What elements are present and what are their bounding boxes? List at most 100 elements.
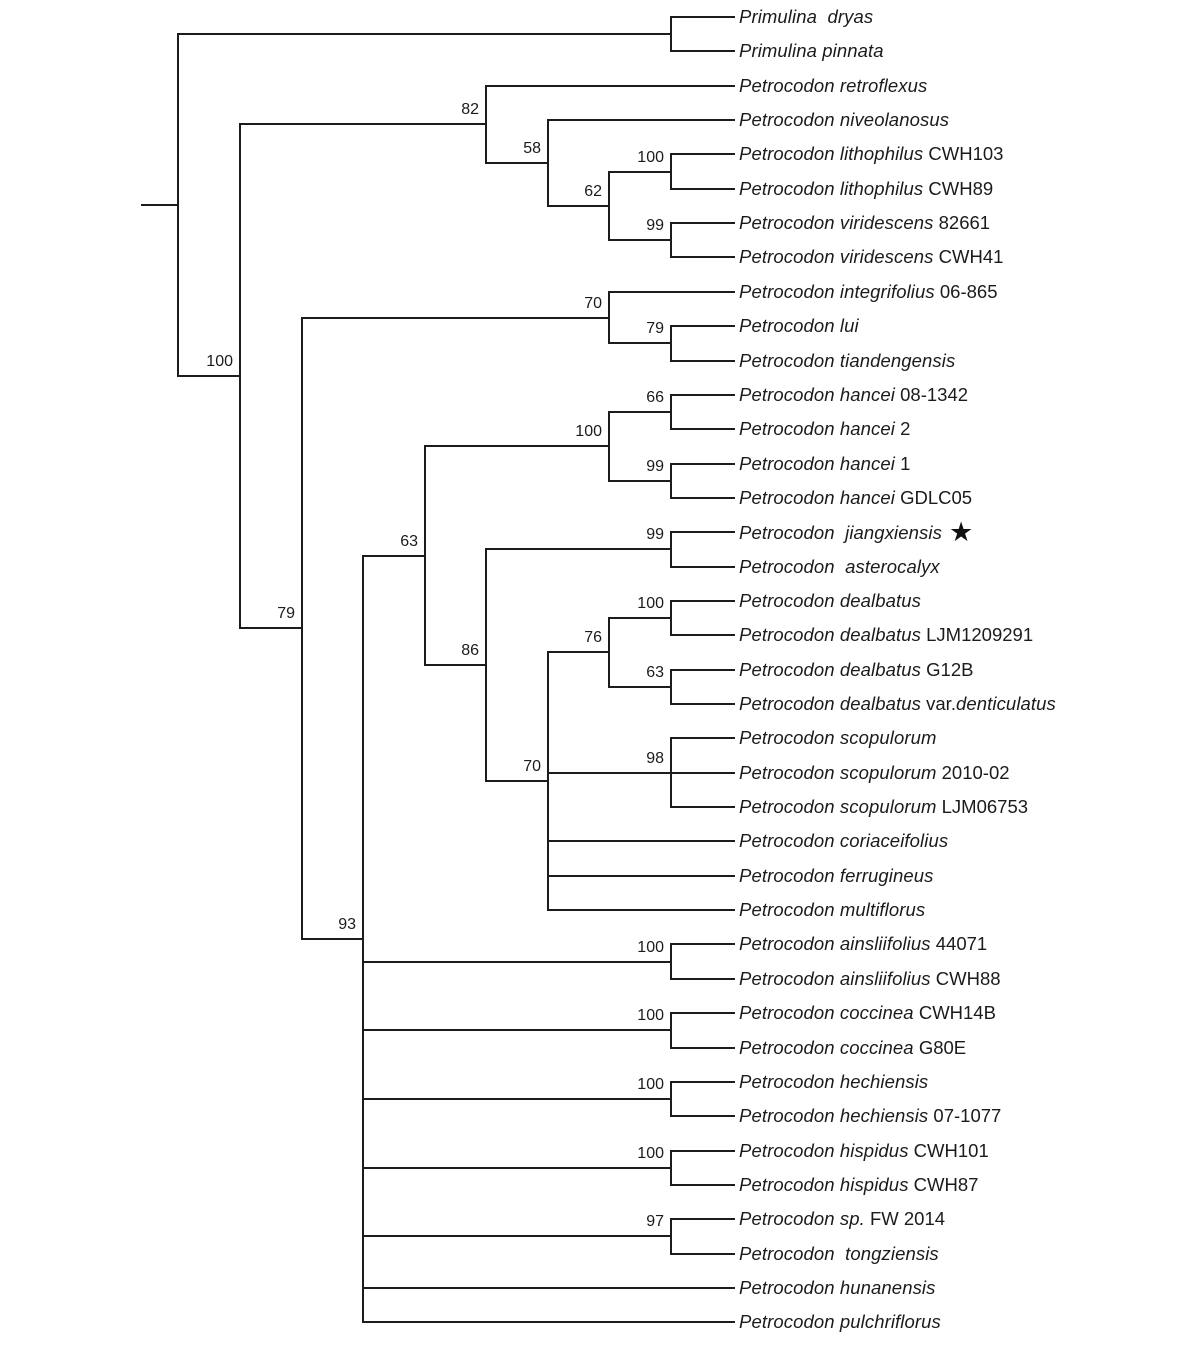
taxon-label: Petrocodon hancei GDLC05 — [739, 485, 972, 511]
taxon-label: Petrocodon hispidus CWH87 — [739, 1172, 978, 1198]
taxon-name: Petrocodon multiflorus — [739, 899, 926, 920]
taxon-label: Petrocodon hechiensis — [739, 1069, 928, 1095]
taxon-label: Petrocodon hancei 1 — [739, 451, 910, 477]
support-value: 70 — [584, 295, 602, 312]
taxon-name: Petrocodon pulchriflorus — [739, 1311, 941, 1332]
taxon-label: Petrocodon dealbatus — [739, 588, 921, 614]
support-value: 93 — [338, 916, 356, 933]
accession-code: CWH41 — [933, 246, 1004, 267]
taxon-label: Petrocodon scopulorum LJM06753 — [739, 794, 1028, 820]
taxon-name: Petrocodon hancei — [739, 384, 895, 405]
taxon-label: Petrocodon coccinea G80E — [739, 1035, 966, 1061]
taxon-label: Petrocodon coriaceifolius — [739, 828, 948, 854]
accession-code: 2 — [894, 418, 911, 439]
support-value: 98 — [646, 750, 664, 767]
accession-code: 08-1342 — [894, 384, 969, 405]
taxon-name: Petrocodon dealbatus — [739, 659, 921, 680]
taxon-name: Petrocodon jiangxiensis — [739, 522, 942, 543]
support-value: 100 — [637, 939, 664, 956]
support-value: 99 — [646, 526, 664, 543]
taxon-name: Petrocodon lithophilus — [739, 178, 924, 199]
taxon-name: Petrocodon tongziensis — [739, 1243, 939, 1264]
support-value: 62 — [584, 183, 602, 200]
taxon-name: Petrocodon hunanensis — [739, 1277, 936, 1298]
taxon-name: Primulina dryas — [739, 6, 874, 27]
taxon-name: Petrocodon retroflexus — [739, 75, 928, 96]
taxon-label: Petrocodon dealbatus var.denticulatus — [739, 691, 1056, 717]
cladogram-path — [141, 16, 735, 1323]
accession-code: 06-865 — [934, 281, 998, 302]
taxon-name: Petrocodon ferrugineus — [739, 865, 934, 886]
support-value: 100 — [575, 423, 602, 440]
taxon-name: Petrocodon lithophilus — [739, 143, 924, 164]
support-value: 100 — [206, 353, 233, 370]
taxon-label: Petrocodon multiflorus — [739, 897, 925, 923]
taxon-label: Petrocodon tiandengensis — [739, 348, 955, 374]
support-value: 100 — [637, 1145, 664, 1162]
variety-prefix: var. — [921, 693, 956, 714]
taxon-label: Petrocodon asterocalyx — [739, 554, 940, 580]
support-value: 63 — [400, 533, 418, 550]
support-value: 100 — [637, 1007, 664, 1024]
support-value: 100 — [637, 1076, 664, 1093]
accession-code: 44071 — [930, 933, 988, 954]
accession-code: LJM06753 — [936, 796, 1029, 817]
taxon-label: Petrocodon lithophilus CWH89 — [739, 176, 993, 202]
accession-code: CWH14B — [913, 1002, 996, 1023]
taxon-label: Petrocodon hunanensis — [739, 1275, 936, 1301]
taxon-label: Petrocodon scopulorum — [739, 725, 937, 751]
taxon-name: Petrocodon hechiensis — [739, 1071, 929, 1092]
support-value: 66 — [646, 389, 664, 406]
support-value: 76 — [584, 629, 602, 646]
support-value: 97 — [646, 1213, 664, 1230]
taxon-name: Petrocodon hancei — [739, 453, 895, 474]
star-icon: ★ — [948, 517, 974, 547]
support-value: 79 — [646, 320, 664, 337]
accession-code: LJM1209291 — [921, 624, 1034, 645]
accession-code: CWH88 — [930, 968, 1001, 989]
support-value: 86 — [461, 642, 479, 659]
taxon-label: Petrocodon hispidus CWH101 — [739, 1138, 989, 1164]
taxon-name: Petrocodon scopulorum — [739, 796, 937, 817]
taxon-label: Petrocodon hechiensis 07-1077 — [739, 1103, 1001, 1129]
taxon-name: Primulina pinnata — [739, 40, 884, 61]
taxon-label: Petrocodon pulchriflorus — [739, 1309, 941, 1335]
taxon-label: Petrocodon viridescens CWH41 — [739, 244, 1003, 270]
accession-code: CWH101 — [908, 1140, 989, 1161]
taxon-name: Petrocodon dealbatus — [739, 693, 921, 714]
accession-code: 82661 — [933, 212, 991, 233]
taxon-label: Petrocodon lui — [739, 313, 859, 339]
taxon-name: Petrocodon coriaceifolius — [739, 830, 949, 851]
support-value: 82 — [461, 101, 479, 118]
taxon-label: Petrocodon lithophilus CWH103 — [739, 141, 1003, 167]
taxon-name: Petrocodon dealbatus — [739, 624, 921, 645]
taxon-name: Petrocodon dealbatus — [739, 590, 921, 611]
taxon-label: Petrocodon retroflexus — [739, 73, 927, 99]
taxon-name: Petrocodon ainsliifolius — [739, 968, 931, 989]
support-value: 99 — [646, 458, 664, 475]
support-value: 58 — [523, 140, 541, 157]
support-value: 100 — [637, 149, 664, 166]
variety-name: denticulatus — [955, 693, 1056, 714]
accession-code: G80E — [913, 1037, 967, 1058]
accession-code: CWH89 — [923, 178, 994, 199]
taxon-name: Petrocodon hispidus — [739, 1140, 909, 1161]
accession-code: GDLC05 — [894, 487, 973, 508]
taxon-name: Petrocodon integrifolius — [739, 281, 935, 302]
taxon-label: Primulina dryas — [739, 4, 873, 30]
accession-code: CWH87 — [908, 1174, 979, 1195]
accession-code: G12B — [921, 659, 974, 680]
taxon-jiangxiensis: Petrocodon jiangxiensis ★ — [739, 517, 974, 547]
taxon-label: Petrocodon hancei 08-1342 — [739, 382, 968, 408]
taxon-label: Petrocodon ainsliifolius 44071 — [739, 931, 987, 957]
accession-code: FW 2014 — [864, 1208, 946, 1229]
taxon-label: Petrocodon dealbatus G12B — [739, 657, 973, 683]
taxon-name: Petrocodon lui — [739, 315, 859, 336]
support-value: 99 — [646, 217, 664, 234]
taxon-name: Petrocodon scopulorum — [739, 727, 937, 748]
taxon-label: Petrocodon scopulorum 2010-02 — [739, 760, 1010, 786]
support-value: 70 — [523, 758, 541, 775]
accession-code: CWH103 — [923, 143, 1004, 164]
